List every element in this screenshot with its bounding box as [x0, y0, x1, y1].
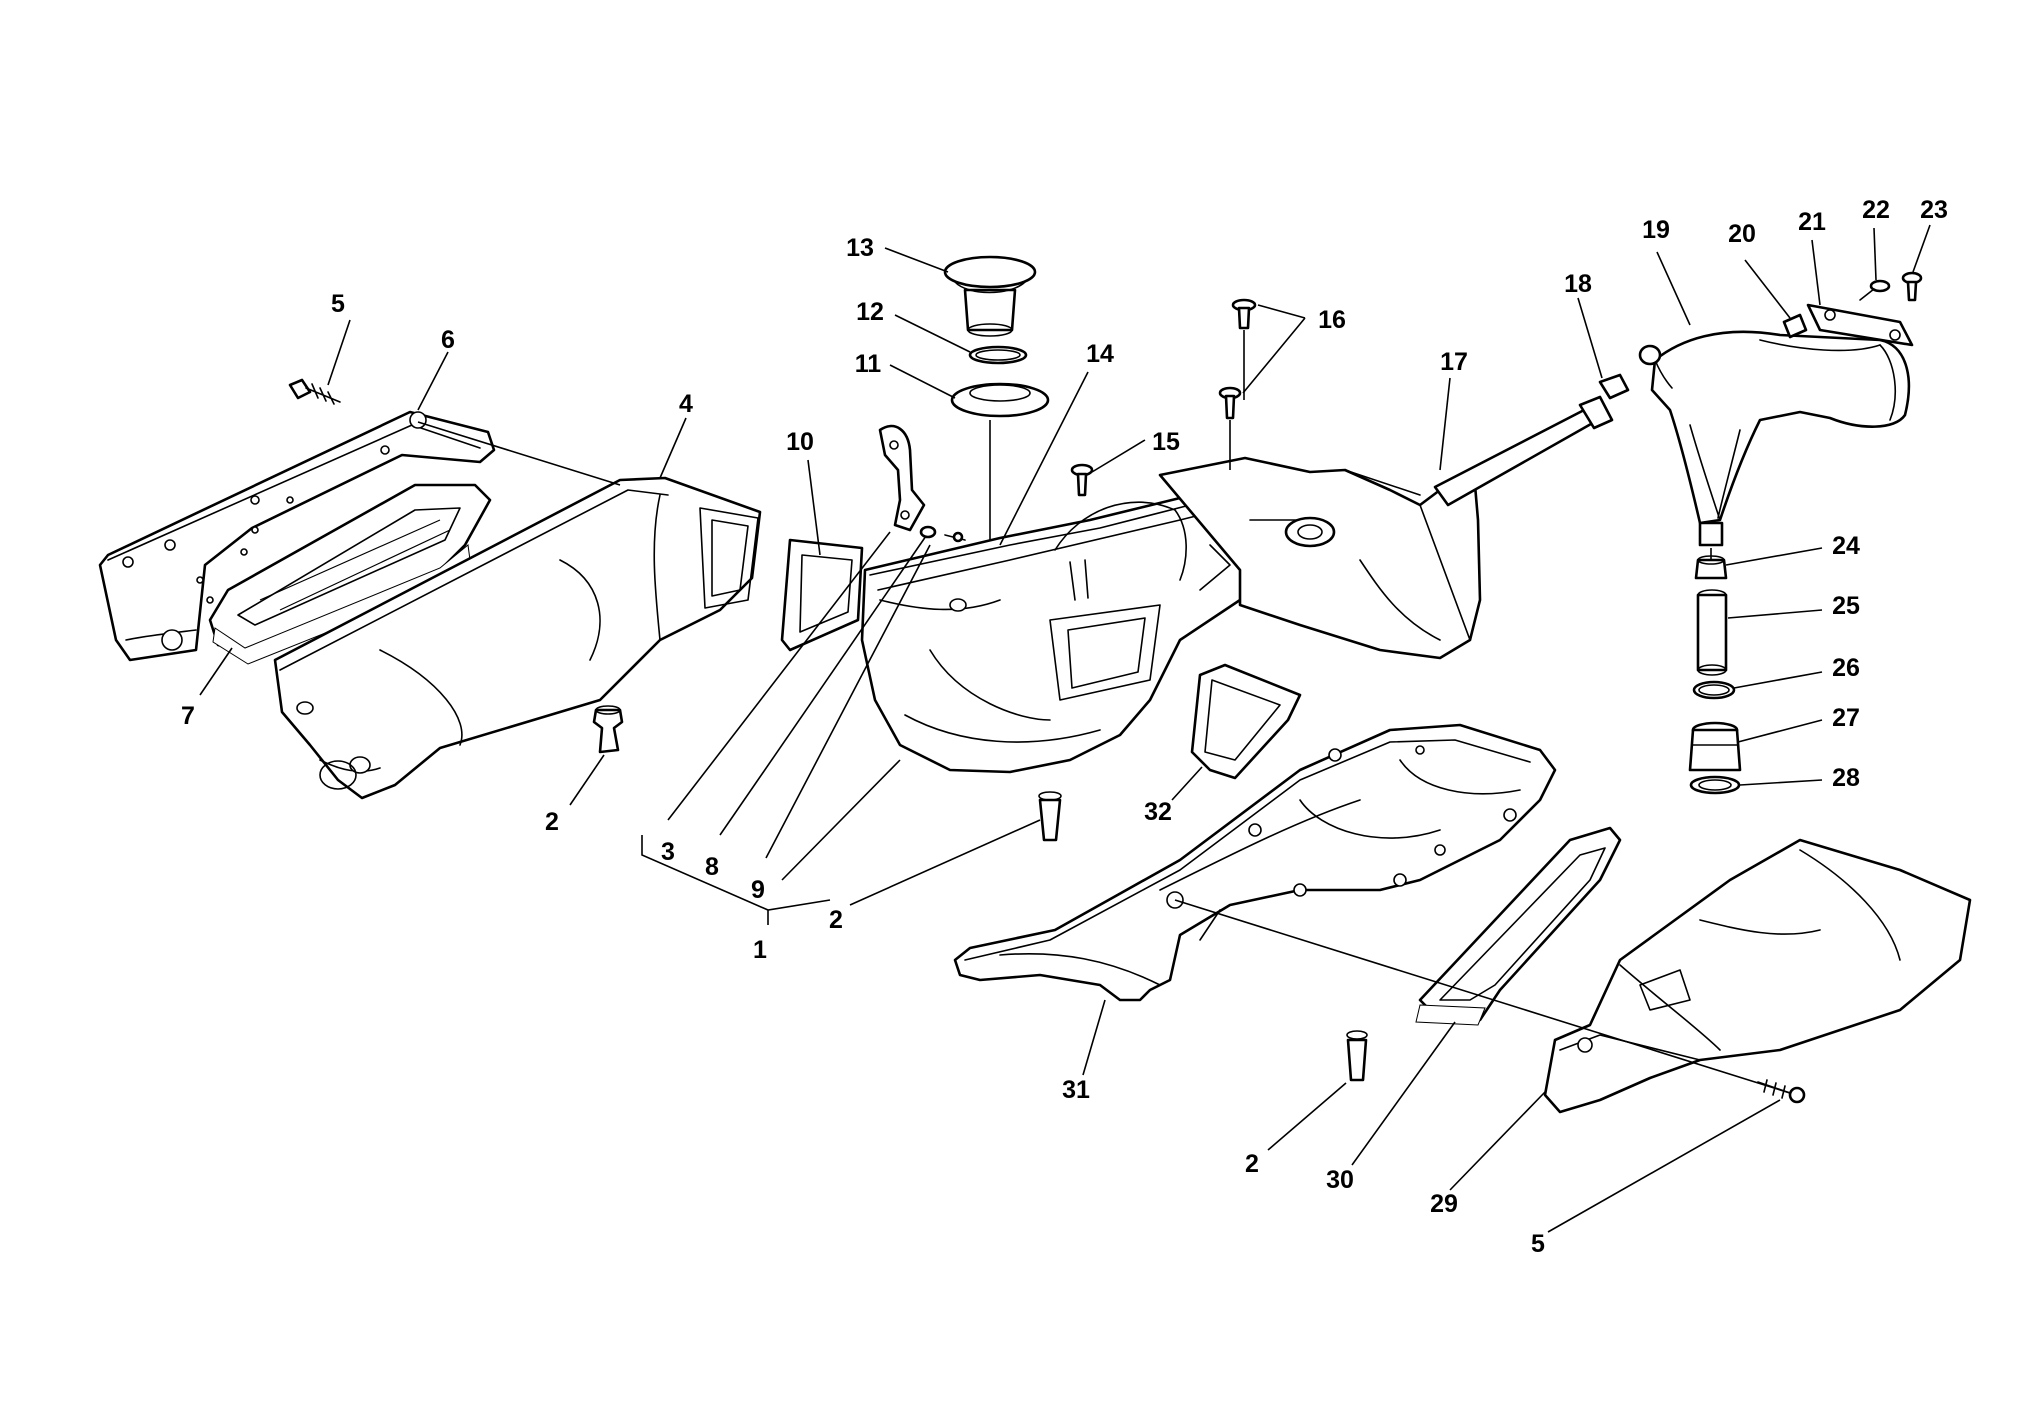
callout-2-left: 2 — [545, 808, 559, 836]
callout-5-upper: 5 — [331, 290, 345, 318]
axis-line-upper — [417, 421, 621, 486]
part-4-left-air-duct — [273, 476, 762, 800]
part-2-rubber-mount-right — [1346, 1030, 1368, 1082]
callout-15: 15 — [1152, 428, 1180, 456]
callout-20: 20 — [1728, 220, 1756, 248]
callout-23: 23 — [1920, 196, 1948, 224]
part-8-washer — [919, 525, 937, 539]
group-bracket-1 — [641, 835, 831, 925]
part-20-bushing — [1782, 313, 1808, 339]
callout-12: 12 — [856, 298, 884, 326]
part-16-screw-lower — [1218, 386, 1242, 420]
part-11-base-ring — [950, 382, 1050, 418]
part-24-nut — [1694, 555, 1728, 580]
callout-28: 28 — [1832, 764, 1860, 792]
callout-6: 6 — [441, 326, 455, 354]
part-21-bracket — [1806, 303, 1914, 347]
part-13-cap — [943, 255, 1037, 337]
callout-31: 31 — [1062, 1076, 1090, 1104]
callout-11: 11 — [855, 350, 882, 378]
part-15-screw — [1070, 463, 1094, 497]
callout-29: 29 — [1430, 1190, 1458, 1218]
part-10-frame-seal — [780, 538, 864, 652]
callout-13: 13 — [846, 234, 874, 262]
part-26-hose-clamp — [1692, 680, 1736, 700]
callout-2-right: 2 — [1245, 1150, 1259, 1178]
callout-19: 19 — [1642, 216, 1670, 244]
part-2-rubber-mount-center — [1038, 791, 1062, 842]
callout-17: 17 — [1440, 348, 1468, 376]
part-22-screw — [1859, 279, 1891, 301]
callout-2-center: 2 — [829, 906, 843, 934]
callout-7: 7 — [181, 702, 195, 730]
part-16-screw-upper — [1231, 298, 1257, 330]
part-23-screw — [1901, 271, 1923, 302]
callout-4: 4 — [679, 390, 693, 418]
callout-9: 9 — [751, 876, 765, 904]
part-30-gasket-filter — [1415, 826, 1622, 1026]
callout-8: 8 — [705, 853, 719, 881]
callout-14: 14 — [1086, 340, 1114, 368]
part-31-lower-duct — [953, 723, 1557, 1002]
part-18-clamp — [1598, 373, 1630, 400]
callout-32: 32 — [1144, 798, 1172, 826]
callout-25: 25 — [1832, 592, 1860, 620]
callout-27: 27 — [1832, 704, 1860, 732]
callout-21: 21 — [1798, 208, 1826, 236]
axis-line-lower — [1174, 899, 1791, 1094]
part-9-screw — [944, 531, 966, 543]
part-2-rubber-mount-left — [592, 705, 624, 754]
leader-lines — [199, 224, 1931, 1233]
callout-18: 18 — [1564, 270, 1592, 298]
part-7-air-filter — [208, 483, 492, 665]
part-29-right-cover — [1543, 838, 1972, 1114]
callout-24: 24 — [1832, 532, 1860, 560]
part-28-ring — [1689, 775, 1741, 795]
callout-30: 30 — [1326, 1166, 1354, 1194]
callout-10: 10 — [786, 428, 814, 456]
part-1-airbox-right-horn — [1158, 456, 1482, 660]
callout-26: 26 — [1832, 654, 1860, 682]
part-32-gasket — [1190, 663, 1302, 780]
callout-5-lower: 5 — [1531, 1230, 1545, 1258]
callout-labels: 5 6 4 7 2 3 8 9 1 2 10 11 12 13 14 15 16… — [181, 196, 1948, 1258]
part-19-air-intake — [1638, 330, 1911, 547]
callout-22: 22 — [1862, 196, 1890, 224]
callout-1: 1 — [753, 936, 767, 964]
part-17-tube — [1433, 395, 1614, 507]
part-5-screw-upper — [288, 378, 341, 405]
part-25-sleeve — [1696, 589, 1728, 676]
part-12-o-ring — [968, 345, 1028, 365]
part-27-coupling — [1688, 721, 1742, 772]
part-6-duct-bracket — [98, 410, 496, 662]
part-3-bracket — [878, 424, 926, 532]
callout-16: 16 — [1318, 306, 1346, 334]
callout-3: 3 — [661, 838, 675, 866]
